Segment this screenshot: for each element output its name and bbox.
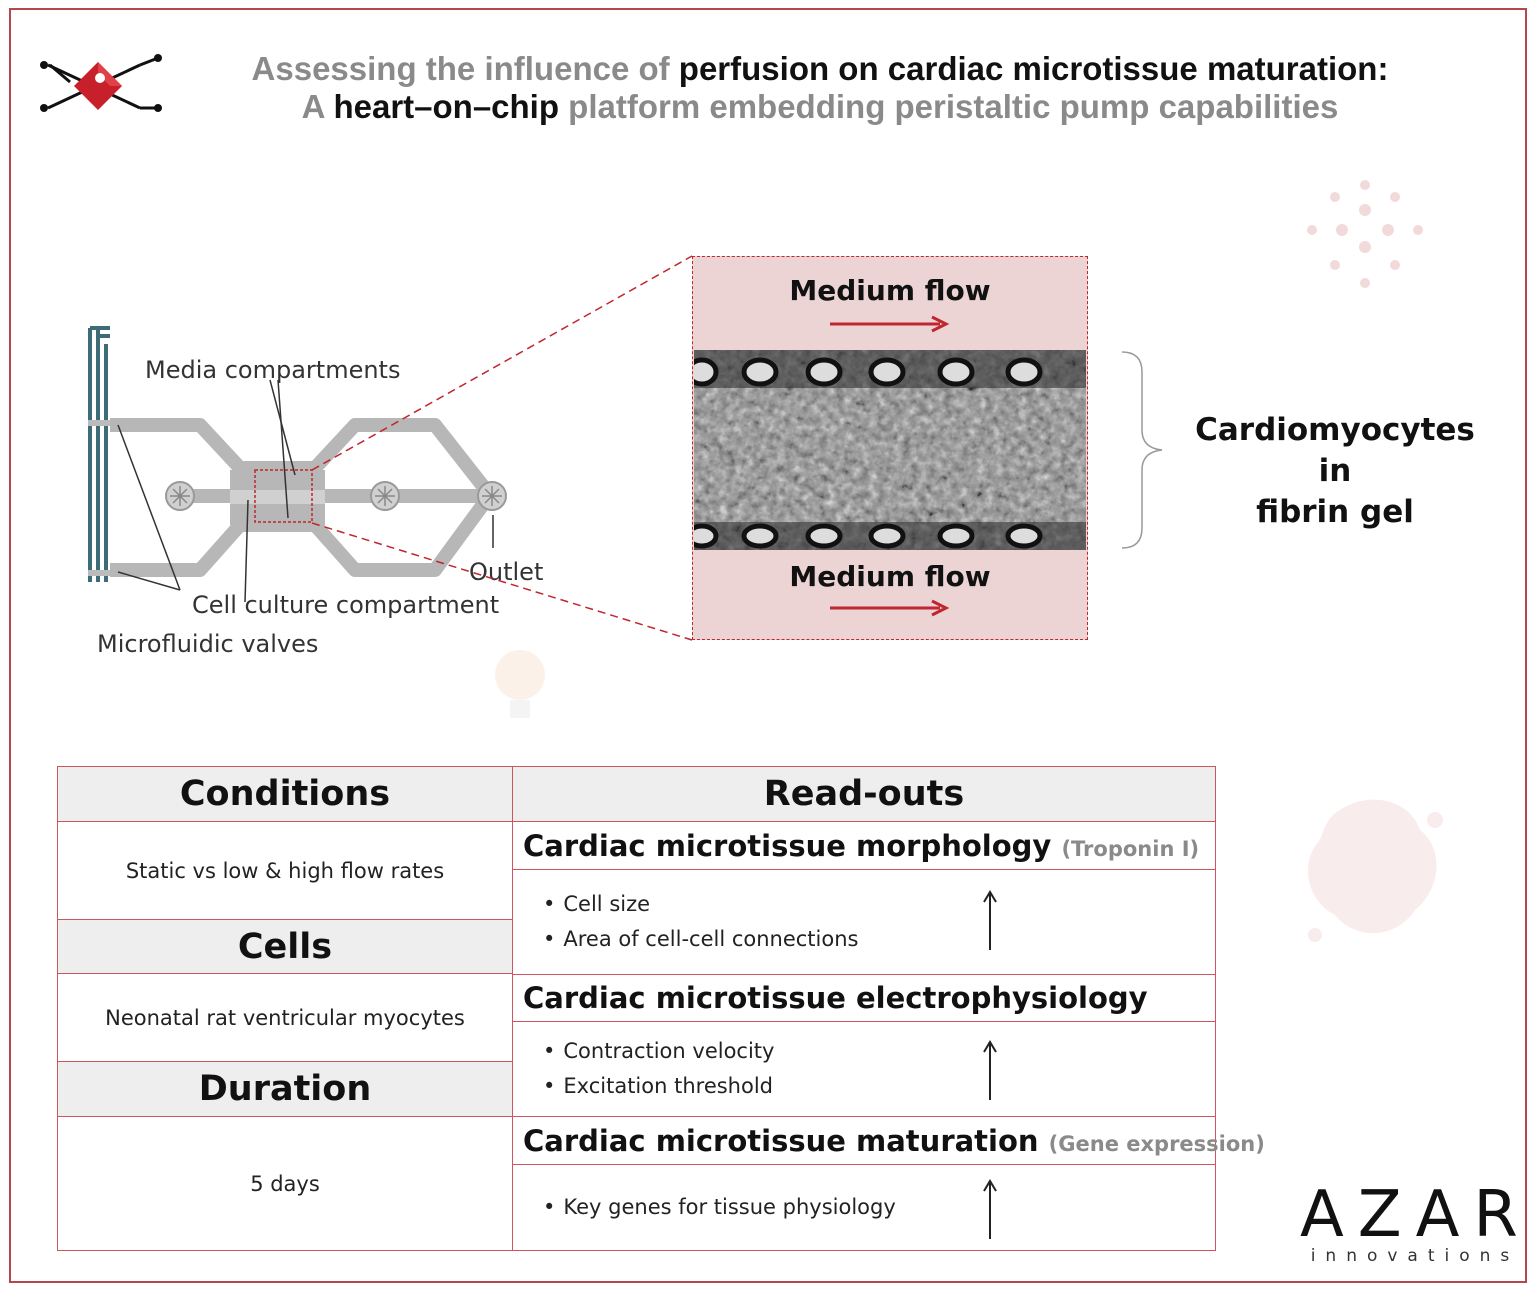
- curly-brace-icon: [1121, 351, 1163, 549]
- conditions-header: Conditions: [57, 766, 513, 822]
- list-item: Cell size: [543, 887, 1215, 922]
- bottom-flow-arrow-icon: [830, 599, 950, 617]
- maturation-items: Key genes for tissue physiology: [512, 1164, 1216, 1251]
- decorative-dots-icon: [1307, 180, 1423, 288]
- readouts-header: Read-outs: [512, 766, 1216, 822]
- chip-logo-icon: [40, 54, 162, 112]
- cell-culture-compartment-label: Cell culture compartment: [192, 591, 500, 619]
- cells-value: Neonatal rat ventricular myocytes: [57, 973, 513, 1062]
- increase-arrow-icon: [983, 1040, 997, 1100]
- page-frame: [9, 8, 1527, 1283]
- electrophysiology-items: Contraction velocity Excitation threshol…: [512, 1021, 1216, 1117]
- increase-arrow-icon: [983, 890, 997, 950]
- top-medium-flow-label: Medium flow: [789, 274, 991, 307]
- list-item: Contraction velocity: [543, 1034, 1215, 1069]
- page-title: Assessing the influence of perfusion on …: [251, 50, 1389, 125]
- conditions-value: Static vs low & high flow rates: [57, 821, 513, 920]
- azar-logo-sub: innovations: [1310, 1246, 1520, 1266]
- decorative-bulb-icon: [495, 650, 545, 718]
- morphology-items: Cell size Area of cell-cell connections: [512, 869, 1216, 975]
- duration-header: Duration: [57, 1061, 513, 1117]
- duration-value: 5 days: [57, 1116, 513, 1251]
- electrophysiology-title: Cardiac microtissue electrophysiology: [512, 974, 1216, 1022]
- outlet-label: Outlet: [469, 558, 544, 586]
- cardiomyocytes-label: Cardiomyocytes in fibrin gel: [1195, 412, 1475, 530]
- decorative-blob-icon: [1308, 799, 1443, 942]
- azar-logo: AZAR innovations: [1300, 1180, 1530, 1266]
- morphology-title: Cardiac microtissue morphology (Troponin…: [512, 821, 1216, 870]
- top-flow-arrow-icon: [830, 315, 950, 333]
- list-item: Key genes for tissue physiology: [543, 1190, 1215, 1225]
- increase-arrow-icon: [983, 1179, 997, 1239]
- heart-on-chip-diagram: [88, 326, 507, 603]
- microfluidic-valves-label: Microfluidic valves: [97, 630, 319, 658]
- media-compartments-label: Media compartments: [145, 356, 401, 384]
- list-item: Excitation threshold: [543, 1069, 1215, 1104]
- list-item: Area of cell-cell connections: [543, 922, 1215, 957]
- azar-logo-name: AZAR: [1300, 1178, 1532, 1252]
- microtissue-image: [694, 350, 1086, 550]
- info-table: Conditions Read-outs Static vs low & hig…: [57, 766, 1265, 1251]
- cells-header: Cells: [57, 919, 513, 974]
- bottom-medium-flow-label: Medium flow: [789, 560, 991, 593]
- maturation-title: Cardiac microtissue maturation (Gene exp…: [512, 1116, 1265, 1165]
